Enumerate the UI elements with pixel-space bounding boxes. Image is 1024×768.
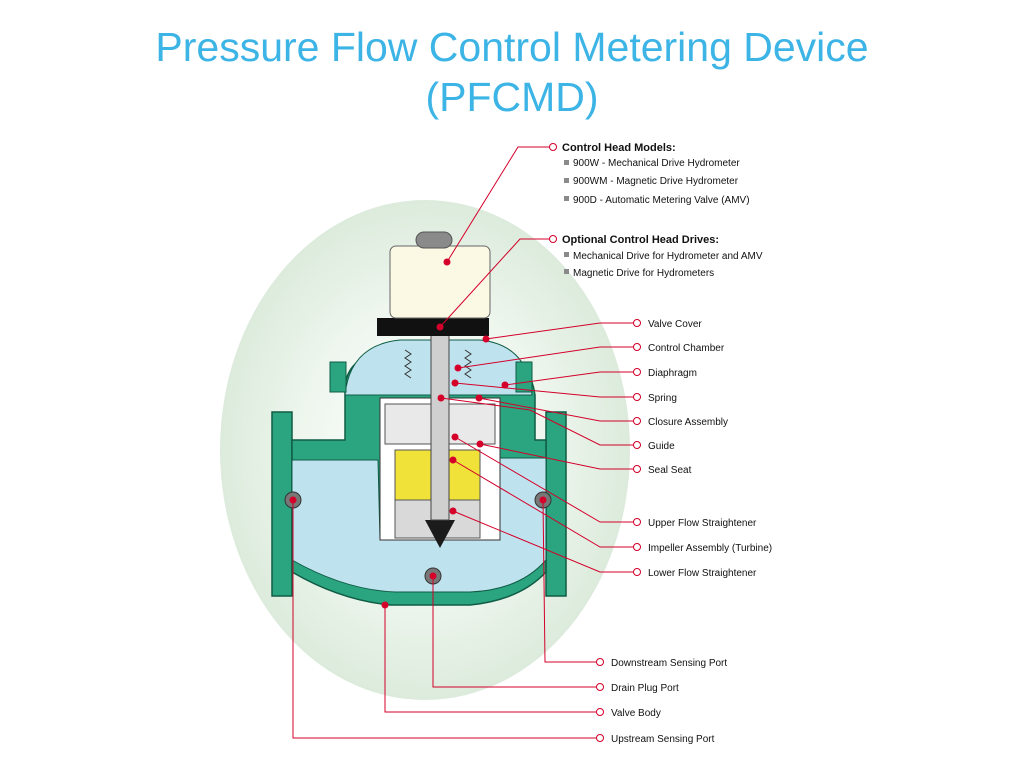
callout-downstream-sensing-port: Downstream Sensing Port	[611, 658, 727, 669]
callout-dots	[289, 258, 547, 609]
optional-drives-heading: Optional Control Head Drives:	[562, 234, 719, 246]
callout-leaders	[292, 146, 634, 739]
callout-diaphragm: Diaphragm	[648, 368, 697, 379]
control-head-model-item: 900WM - Magnetic Drive Hydrometer	[573, 176, 739, 187]
control-head-model-item: 900D - Automatic Metering Valve (AMV)	[573, 195, 750, 206]
callout-impeller-assembly: Impeller Assembly (Turbine)	[648, 543, 772, 554]
control-head-models: Control Head Models: 900W - Mechanical D…	[562, 142, 750, 206]
callout-guide: Guide	[648, 441, 675, 452]
page-title: Pressure Flow Control Metering Device (P…	[0, 22, 1024, 122]
callout-spring: Spring	[648, 393, 677, 404]
part-callouts: Valve Cover Control Chamber Diaphragm Sp…	[648, 319, 772, 579]
control-head-model-item: 900W - Mechanical Drive Hydrometer	[573, 158, 740, 169]
callout-seal-seat: Seal Seat	[648, 465, 692, 476]
callout-closure-assembly: Closure Assembly	[648, 417, 728, 428]
callout-upper-flow-straightener: Upper Flow Straightener	[648, 518, 757, 529]
callout-drain-plug-port: Drain Plug Port	[611, 683, 679, 694]
callout-terminals	[549, 143, 641, 742]
callout-control-chamber: Control Chamber	[648, 343, 725, 354]
title-line-2: (PFCMD)	[425, 74, 599, 120]
callout-lower-flow-straightener: Lower Flow Straightener	[648, 568, 757, 579]
optional-control-head-drives: Optional Control Head Drives: Mechanical…	[562, 234, 763, 279]
control-head-models-heading: Control Head Models:	[562, 142, 676, 154]
valve-body-shape	[271, 231, 567, 606]
callout-valve-body: Valve Body	[611, 708, 661, 719]
optional-drive-item: Magnetic Drive for Hydrometers	[573, 268, 714, 279]
callout-valve-cover: Valve Cover	[648, 319, 702, 330]
port-callouts: Downstream Sensing Port Drain Plug Port …	[611, 658, 727, 745]
optional-drive-item: Mechanical Drive for Hydrometer and AMV	[573, 251, 763, 262]
title-line-1: Pressure Flow Control Metering Device	[155, 24, 869, 70]
callout-upstream-sensing-port: Upstream Sensing Port	[611, 734, 715, 745]
